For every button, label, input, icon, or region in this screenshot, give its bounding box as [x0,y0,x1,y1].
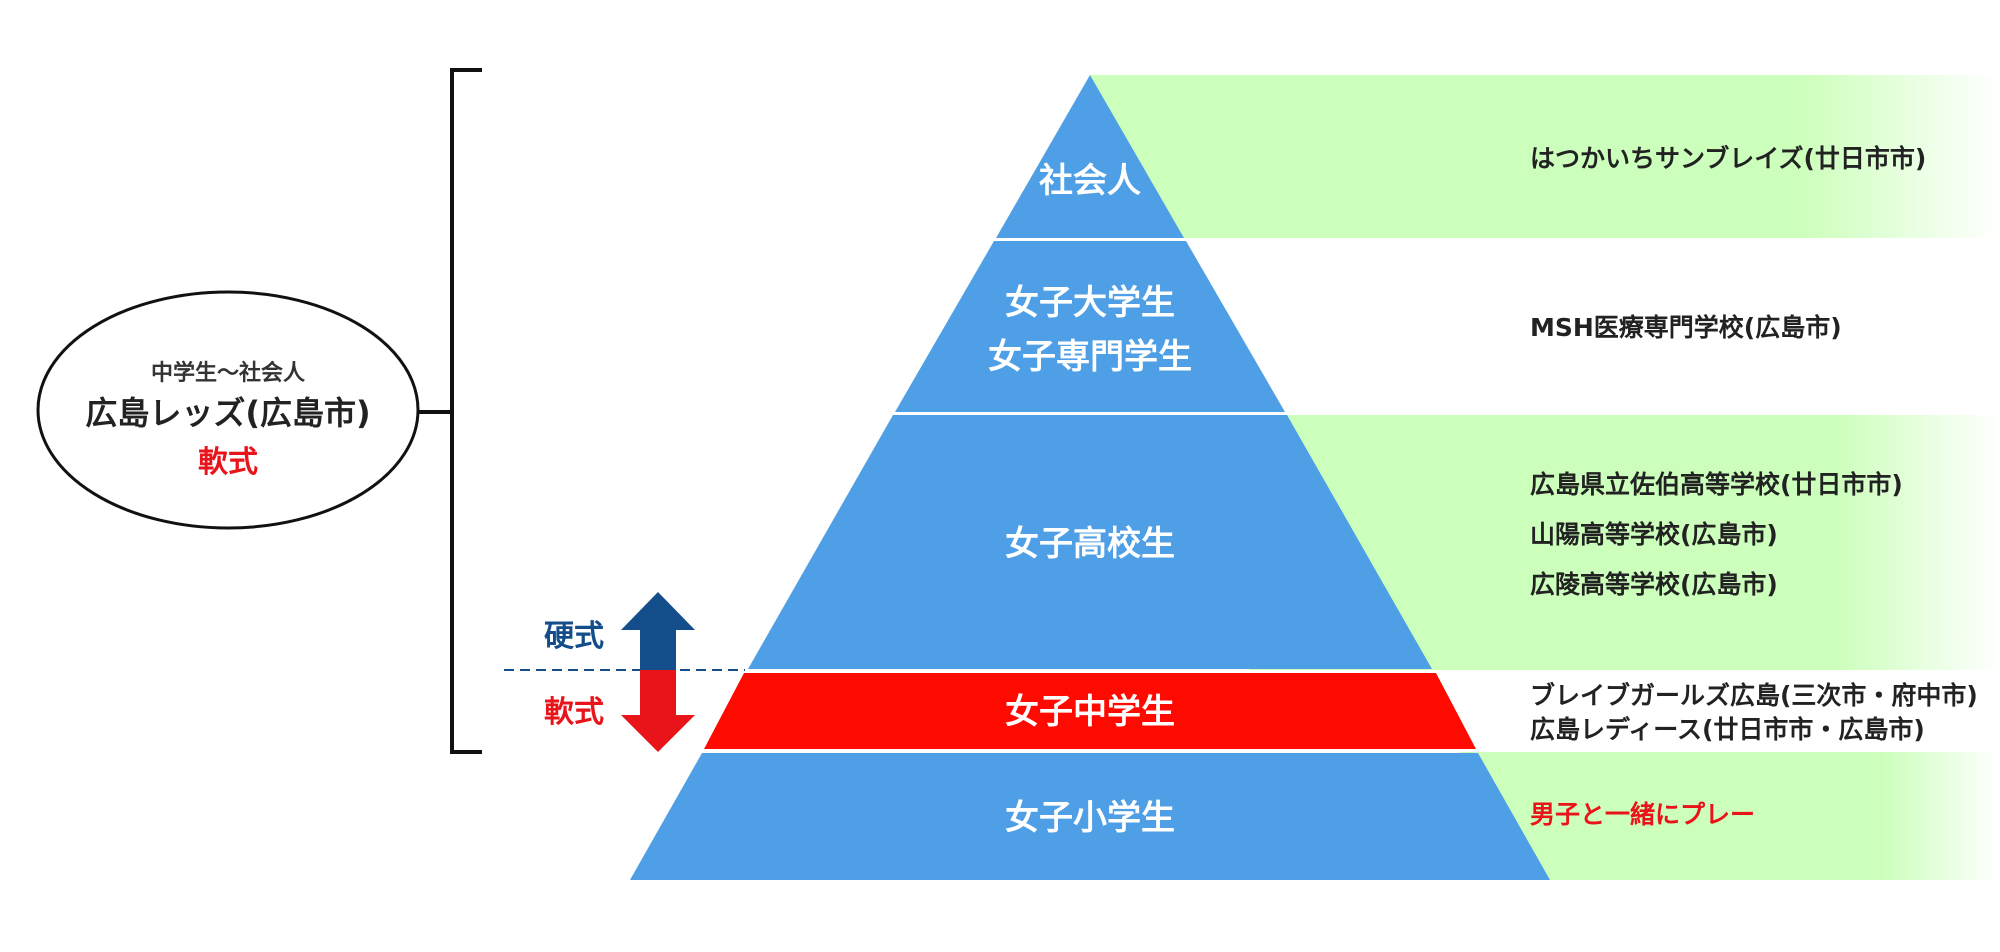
pyramid [630,75,1550,880]
tier-high-school [748,415,1432,669]
team-hatsukaichi-sunblaze: はつかいちサンブレイズ(廿日市市) [1530,144,1926,173]
team-hiroshima-ladies: 広島レディース(廿日市市・広島市) [1530,715,1925,744]
team-sanyo-high: 山陽高等学校(広島市) [1530,520,1778,549]
team-saeki-high: 広島県立佐伯高等学校(廿日市市) [1530,470,1903,499]
team-play-with-boys: 男子と一緒にプレー [1530,800,1755,829]
team-brave-girls: ブレイブガールズ広島(三次市・府中市) [1530,681,1978,710]
tier-labels: 社会人 女子大学生 女子専門学生 女子高校生 女子中学生 女子小学生 [988,161,1192,838]
band-shakaijin [1090,75,2000,238]
tier-label-vocational: 女子専門学生 [988,337,1192,377]
tier-shakaijin [996,75,1184,238]
team-koryo-high: 広陵高等学校(広島市) [1530,570,1778,599]
tier-label-elementary: 女子小学生 [1005,798,1175,838]
tier-elementary [630,753,1550,880]
tier-university [895,241,1285,412]
hard-ball-label: 硬式 [544,619,604,654]
band-elementary [1460,752,2000,880]
soft-ball-down-arrow [621,670,695,752]
team-msh: MSH医療専門学校(広島市) [1530,313,1842,342]
team-list: はつかいちサンブレイズ(廿日市市) MSH医療専門学校(広島市) 広島県立佐伯高… [1530,144,1978,829]
oval-softball-type: 軟式 [198,445,258,480]
hard-ball-up-arrow [621,592,695,670]
hiroshima-reds-oval [36,290,420,530]
tier-label-university: 女子大学生 [1005,283,1175,323]
tier-label-shakaijin: 社会人 [1039,161,1141,201]
tier-label-high-school: 女子高校生 [1005,524,1175,564]
oval-team-name: 広島レッズ(広島市) [85,394,370,432]
bracket [416,68,482,754]
tier-middle-school [704,673,1476,749]
soft-ball-label: 軟式 [544,695,604,730]
oval-age-range: 中学生〜社会人 [151,360,305,386]
tier-label-middle-school: 女子中学生 [1005,692,1175,732]
